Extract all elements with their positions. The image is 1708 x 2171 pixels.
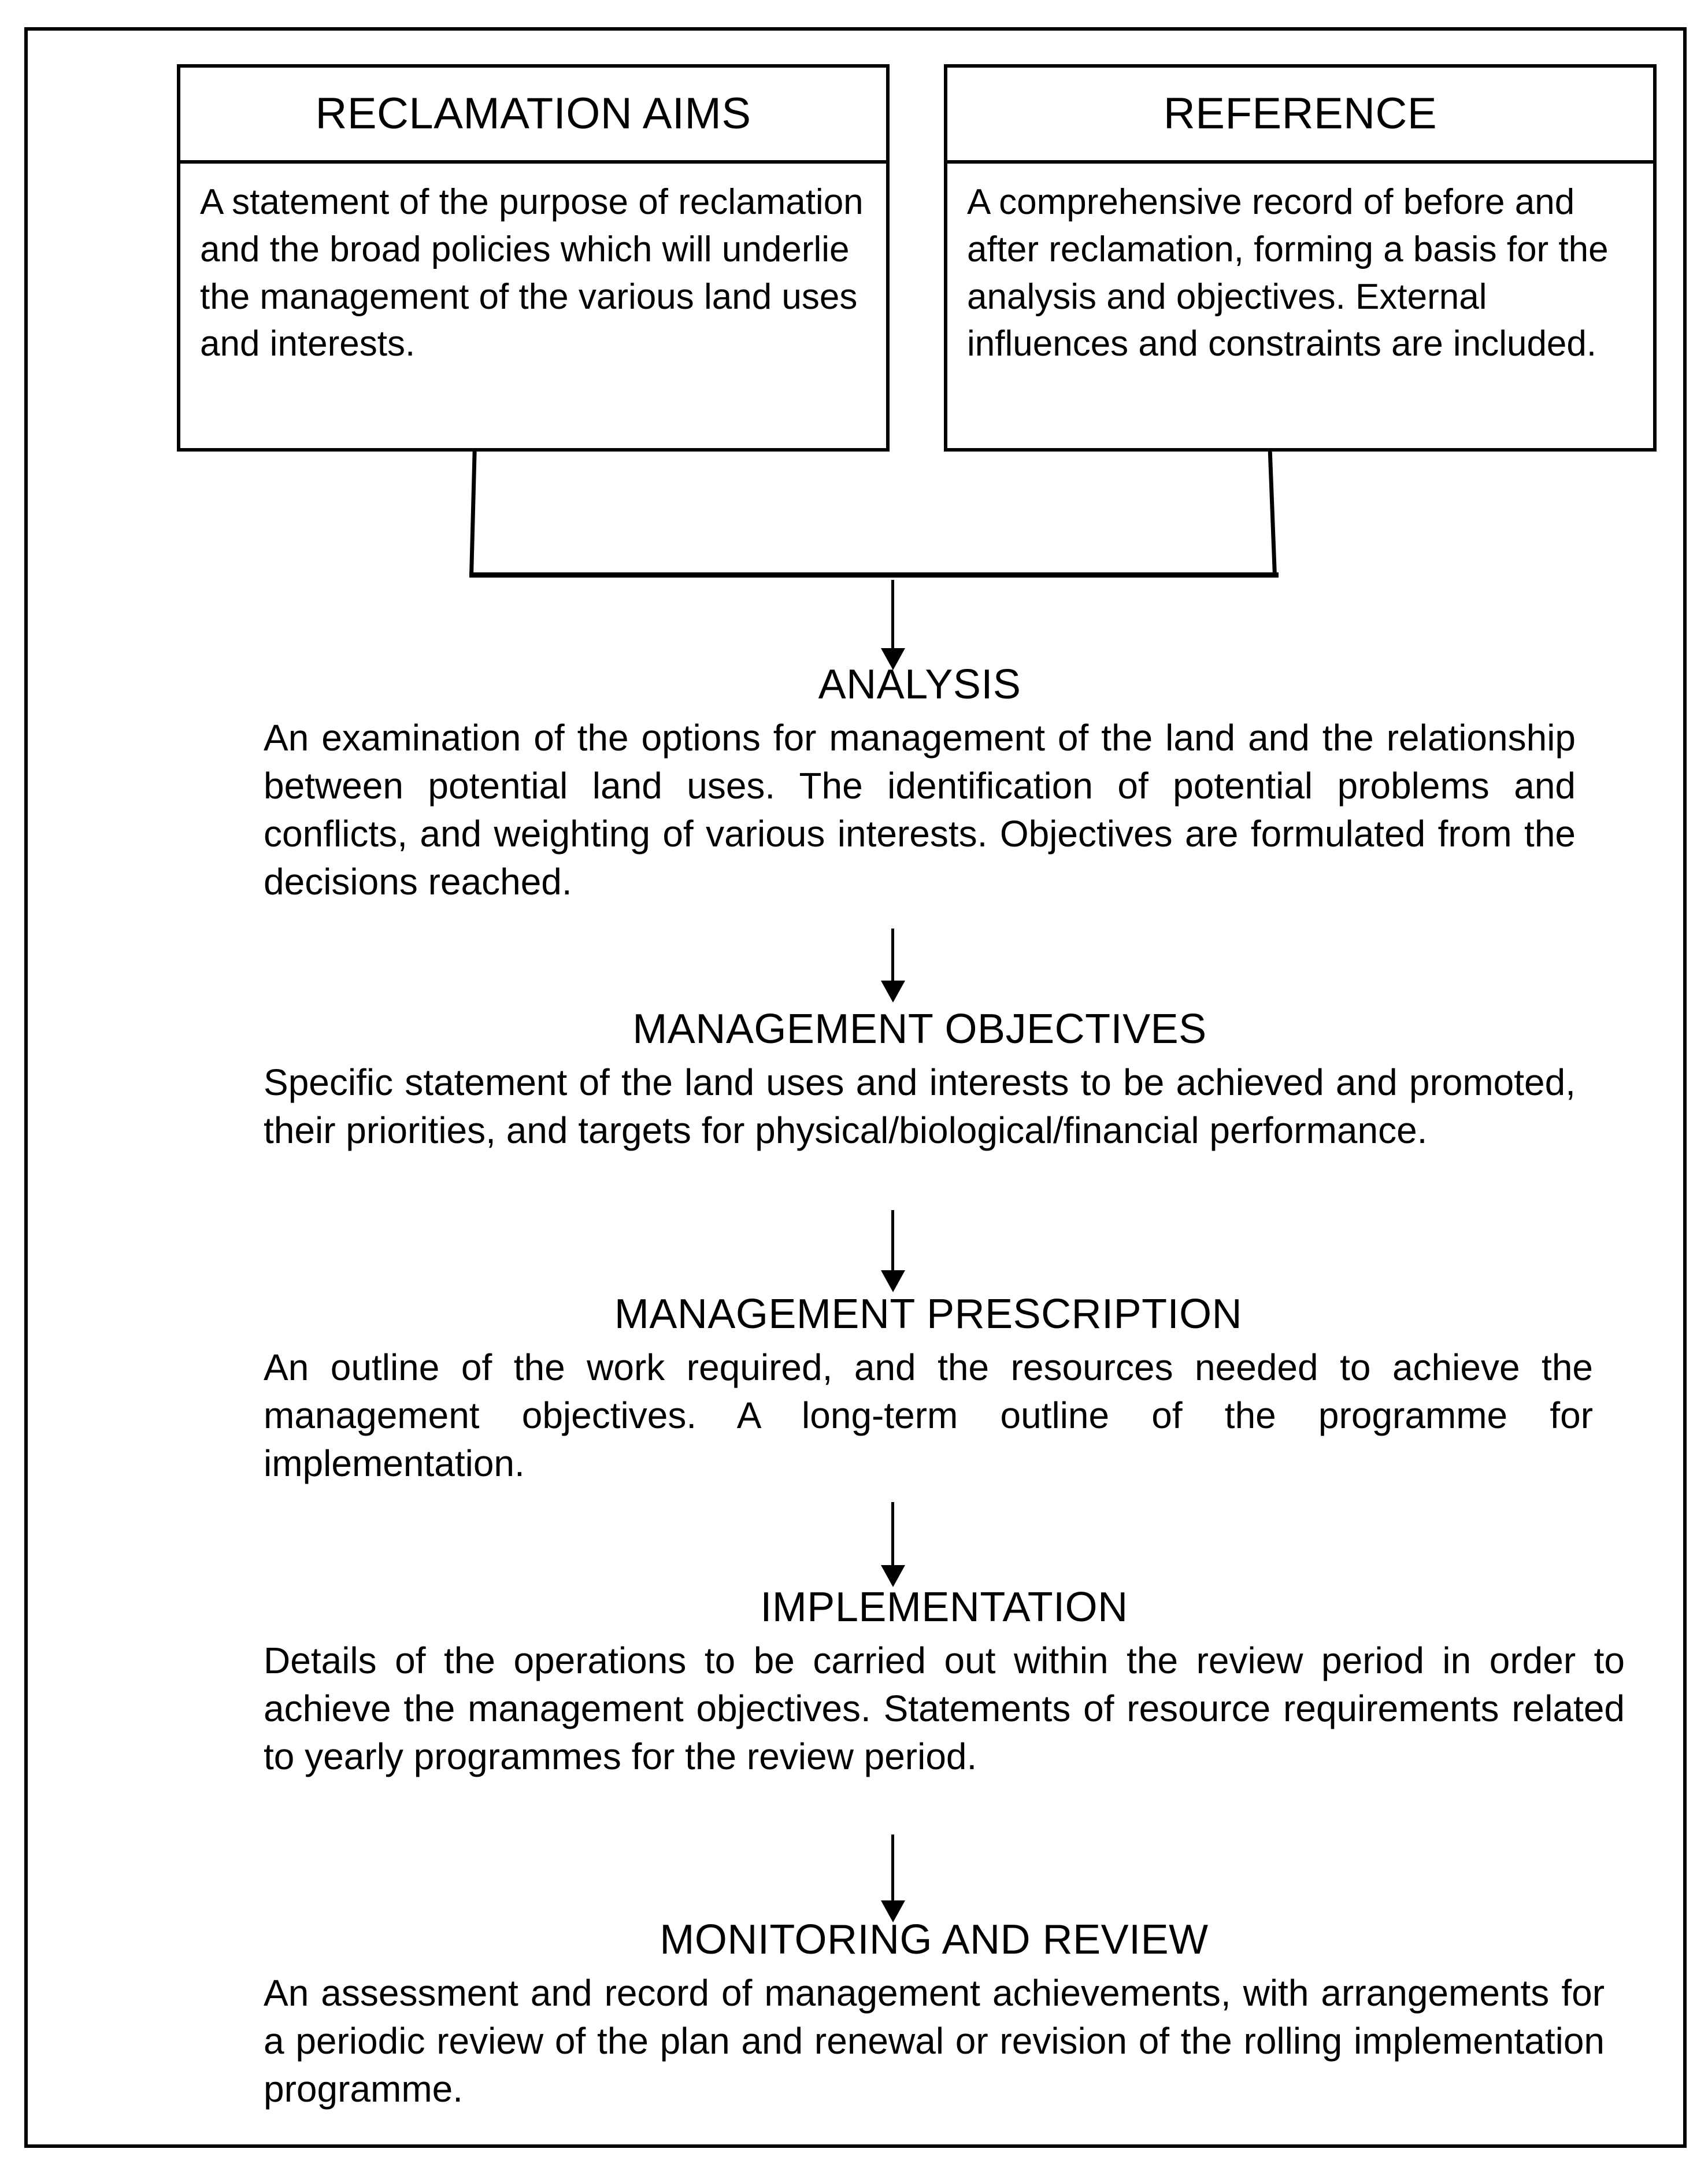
diagram-outer-frame: RECLAMATION AIMS A statement of the purp…	[24, 27, 1687, 2148]
stage-management-objectives-title: MANAGEMENT OBJECTIVES	[632, 1006, 1207, 1052]
bracket-horizontal-bar	[469, 572, 1279, 578]
stage-analysis: ANALYSIS An examination of the options f…	[264, 663, 1576, 906]
reclamation-aims-header: RECLAMATION AIMS	[180, 68, 886, 164]
arrow-down-icon-to-management-prescription	[869, 1210, 917, 1294]
arrow-head	[881, 1270, 905, 1292]
arrow-shaft	[891, 1210, 894, 1274]
stage-management-objectives: MANAGEMENT OBJECTIVES Specific statement…	[264, 1006, 1576, 1155]
arrow-shaft	[891, 1835, 894, 1904]
arrow-head	[881, 648, 905, 670]
stage-management-prescription: MANAGEMENT PRESCRIPTION An outline of th…	[264, 1291, 1593, 1488]
arrow-down-icon-to-management-objectives	[869, 929, 917, 1004]
arrow-head	[881, 1565, 905, 1587]
stage-monitoring-and-review: MONITORING AND REVIEW An assessment and …	[264, 1918, 1605, 2113]
arrow-down-icon-to-monitoring-and-review	[869, 1835, 917, 1924]
reclamation-aims-box: RECLAMATION AIMS A statement of the purp…	[177, 64, 890, 452]
reclamation-aims-body: A statement of the purpose of reclamatio…	[180, 164, 886, 448]
stage-analysis-description: An examination of the options for manage…	[264, 716, 1576, 903]
top-boxes-row: RECLAMATION AIMS A statement of the purp…	[177, 64, 1657, 452]
arrow-shaft	[891, 1502, 894, 1569]
reference-box: REFERENCE A comprehensive record of befo…	[944, 64, 1657, 452]
stage-management-prescription-description: An outline of the work required, and the…	[264, 1346, 1593, 1484]
reclamation-aims-description: A statement of the purpose of reclamatio…	[200, 182, 864, 364]
arrow-shaft	[891, 580, 894, 652]
arrow-shaft	[891, 929, 894, 984]
stage-implementation-description: Details of the operations to be carried …	[264, 1639, 1625, 1777]
arrow-down-icon-to-analysis	[869, 580, 917, 671]
stage-monitoring-and-review-description: An assessment and record of management a…	[264, 1972, 1605, 2110]
arrow-head	[881, 981, 905, 1003]
stage-monitoring-and-review-title: MONITORING AND REVIEW	[660, 1917, 1209, 1963]
arrow-down-icon-to-implementation	[869, 1502, 917, 1589]
arrow-head	[881, 1900, 905, 1922]
bracket-left-arm	[469, 452, 477, 576]
stage-management-objectives-description: Specific statement of the land uses and …	[264, 1061, 1576, 1151]
reference-title: REFERENCE	[1163, 89, 1437, 138]
reclamation-aims-title: RECLAMATION AIMS	[315, 89, 751, 138]
reference-header: REFERENCE	[947, 68, 1653, 164]
stage-analysis-title: ANALYSIS	[818, 661, 1021, 708]
stage-implementation: IMPLEMENTATION Details of the operations…	[264, 1584, 1625, 1781]
bracket-right-arm	[1268, 452, 1277, 576]
stage-implementation-title: IMPLEMENTATION	[760, 1584, 1128, 1630]
reference-description: A comprehensive record of before and aft…	[967, 182, 1609, 364]
stage-management-prescription-title: MANAGEMENT PRESCRIPTION	[614, 1291, 1243, 1337]
reference-body: A comprehensive record of before and aft…	[947, 164, 1653, 448]
bracket-connector	[457, 452, 1306, 585]
